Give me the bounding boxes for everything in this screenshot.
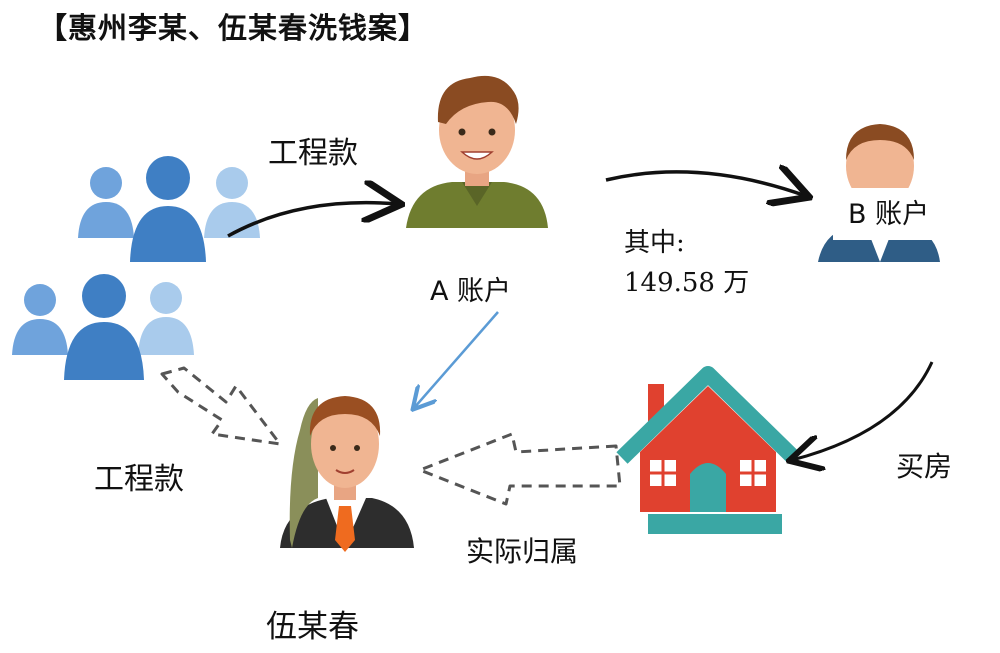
arrow-b-to-house xyxy=(792,361,934,460)
people-group-icon xyxy=(78,156,260,262)
account-a-label: A 账户 xyxy=(430,276,512,307)
arrow-a-to-b xyxy=(605,172,806,196)
page-title: 【惠州李某、伍某春洗钱案】 xyxy=(38,11,429,45)
house-icon xyxy=(616,366,800,534)
amount-label: 149.58 万 xyxy=(624,268,750,298)
people-group-icon xyxy=(12,274,194,380)
arrow-fund-to-a xyxy=(227,203,398,238)
actual-ownership-label: 实际归属 xyxy=(466,535,579,568)
account-b-label: B 账户 xyxy=(848,199,930,230)
engineering-fund-label-bottom: 工程款 xyxy=(94,462,184,497)
dashed-arrow-fund-to-wu xyxy=(160,366,282,446)
account-b-label-box xyxy=(833,188,953,240)
engineering-fund-label-top: 工程款 xyxy=(268,136,358,171)
young-man-icon xyxy=(406,75,548,228)
arrow-a-to-wu xyxy=(414,311,499,408)
businessman-icon xyxy=(280,396,414,552)
buy-house-label: 买房 xyxy=(896,450,953,483)
person-name-label: 伍某春 xyxy=(266,609,359,645)
among-label: 其中: xyxy=(624,228,685,258)
dashed-arrow-house-to-wu xyxy=(418,432,622,506)
